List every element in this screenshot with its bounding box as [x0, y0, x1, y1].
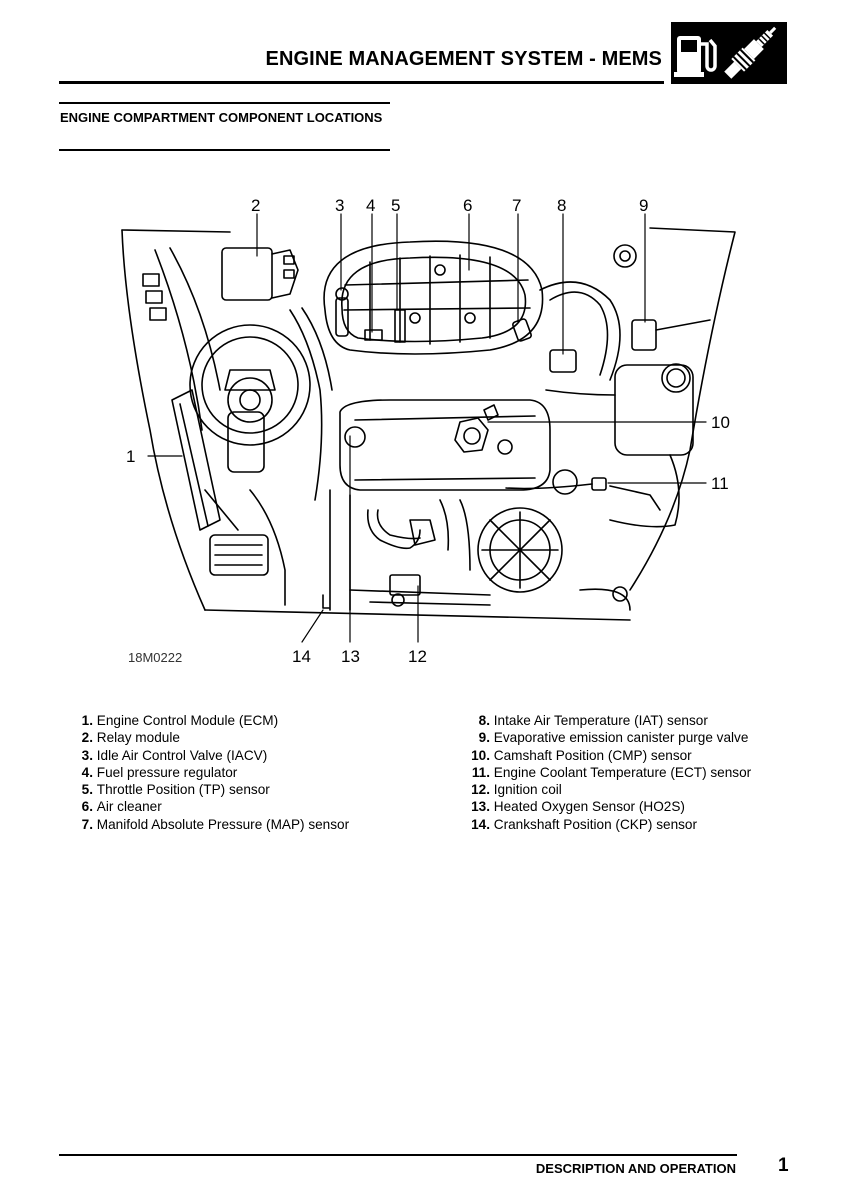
legend-right-column: 8. Intake Air Temperature (IAT) sensor 9…: [459, 712, 799, 833]
legend-number: 13.: [471, 799, 490, 815]
callout-1: 1: [126, 447, 135, 466]
page-number: 1: [778, 1155, 789, 1176]
legend-number: 7.: [81, 816, 93, 832]
legend-number: 2.: [81, 730, 93, 746]
legend-item: 14. Crankshaft Position (CKP) sensor: [459, 816, 799, 833]
footer-rule: [59, 1154, 737, 1156]
callout-7: 7: [512, 196, 521, 215]
legend-text: Heated Oxygen Sensor (HO2S): [493, 799, 685, 815]
legend-text: Throttle Position (TP) sensor: [96, 782, 270, 798]
callout-14: 14: [292, 647, 311, 666]
legend-item: 5. Throttle Position (TP) sensor: [60, 781, 440, 798]
callout-8: 8: [557, 196, 566, 215]
callout-5: 5: [391, 196, 400, 215]
fuel-pump-and-spark-plug-icon: [671, 22, 787, 84]
callout-9: 9: [639, 196, 648, 215]
legend-number: 1.: [81, 713, 93, 728]
legend-number: 9.: [478, 730, 490, 746]
legend-item: 2. Relay module: [60, 729, 440, 746]
legend-number: 10.: [471, 747, 490, 763]
legend-item: 13. Heated Oxygen Sensor (HO2S): [459, 798, 799, 815]
legend-item: 4. Fuel pressure regulator: [60, 764, 440, 781]
figure-code: 18M0222: [128, 650, 182, 665]
section-rule-top: [59, 102, 390, 104]
legend-item: 9. Evaporative emission canister purge v…: [459, 729, 799, 746]
legend-text: Engine Coolant Temperature (ECT) sensor: [493, 764, 752, 780]
callout-2: 2: [251, 196, 260, 215]
legend-item: 8. Intake Air Temperature (IAT) sensor: [459, 712, 799, 729]
header-rule: [59, 81, 664, 84]
engine-compartment-diagram: 2 3 4 5 6 7 8 9 10 11 1 12 13 14 18M0222: [110, 190, 740, 670]
callout-13: 13: [341, 647, 360, 666]
section-rule-bottom: [59, 149, 390, 151]
legend-text: Idle Air Control Valve (IACV): [96, 747, 268, 763]
legend-text: Crankshaft Position (CKP) sensor: [493, 816, 698, 832]
callout-6: 6: [463, 196, 472, 215]
legend-number: 11.: [471, 764, 490, 780]
section-title: ENGINE COMPARTMENT COMPONENT LOCATIONS: [60, 110, 383, 125]
legend-number: 12.: [471, 782, 490, 798]
callout-10: 10: [711, 413, 730, 432]
legend-number: 3.: [81, 747, 93, 763]
legend-text: Relay module: [96, 730, 180, 746]
legend-item: 1. Engine Control Module (ECM): [60, 712, 440, 729]
legend-text: Fuel pressure regulator: [96, 764, 238, 780]
callout-11: 11: [711, 474, 729, 493]
legend-item: 12. Ignition coil: [459, 781, 799, 798]
legend-text: Evaporative emission canister purge valv…: [493, 730, 749, 746]
legend-item: 11. Engine Coolant Temperature (ECT) sen…: [459, 764, 799, 781]
page-header-title: ENGINE MANAGEMENT SYSTEM - MEMS: [265, 48, 662, 70]
legend-text: Intake Air Temperature (IAT) sensor: [493, 713, 708, 728]
callout-12: 12: [408, 647, 427, 666]
legend-number: 4.: [81, 764, 93, 780]
legend-left-column: 1. Engine Control Module (ECM) 2. Relay …: [60, 712, 440, 833]
legend-number: 8.: [478, 713, 490, 728]
legend-text: Ignition coil: [493, 782, 562, 798]
legend-number: 14.: [471, 816, 490, 832]
legend-text: Engine Control Module (ECM): [96, 713, 279, 728]
legend-item: 10. Camshaft Position (CMP) sensor: [459, 747, 799, 764]
legend-item: 3. Idle Air Control Valve (IACV): [60, 747, 440, 764]
legend-text: Air cleaner: [96, 799, 162, 815]
legend-number: 6.: [81, 799, 93, 815]
legend-item: 6. Air cleaner: [60, 798, 440, 815]
legend-text: Camshaft Position (CMP) sensor: [493, 747, 692, 763]
callout-3: 3: [335, 196, 344, 215]
callout-4: 4: [366, 196, 375, 215]
footer-section-name: DESCRIPTION AND OPERATION: [535, 1161, 736, 1176]
legend-text: Manifold Absolute Pressure (MAP) sensor: [96, 816, 350, 832]
legend-number: 5.: [81, 782, 93, 798]
legend-item: 7. Manifold Absolute Pressure (MAP) sens…: [60, 816, 440, 833]
